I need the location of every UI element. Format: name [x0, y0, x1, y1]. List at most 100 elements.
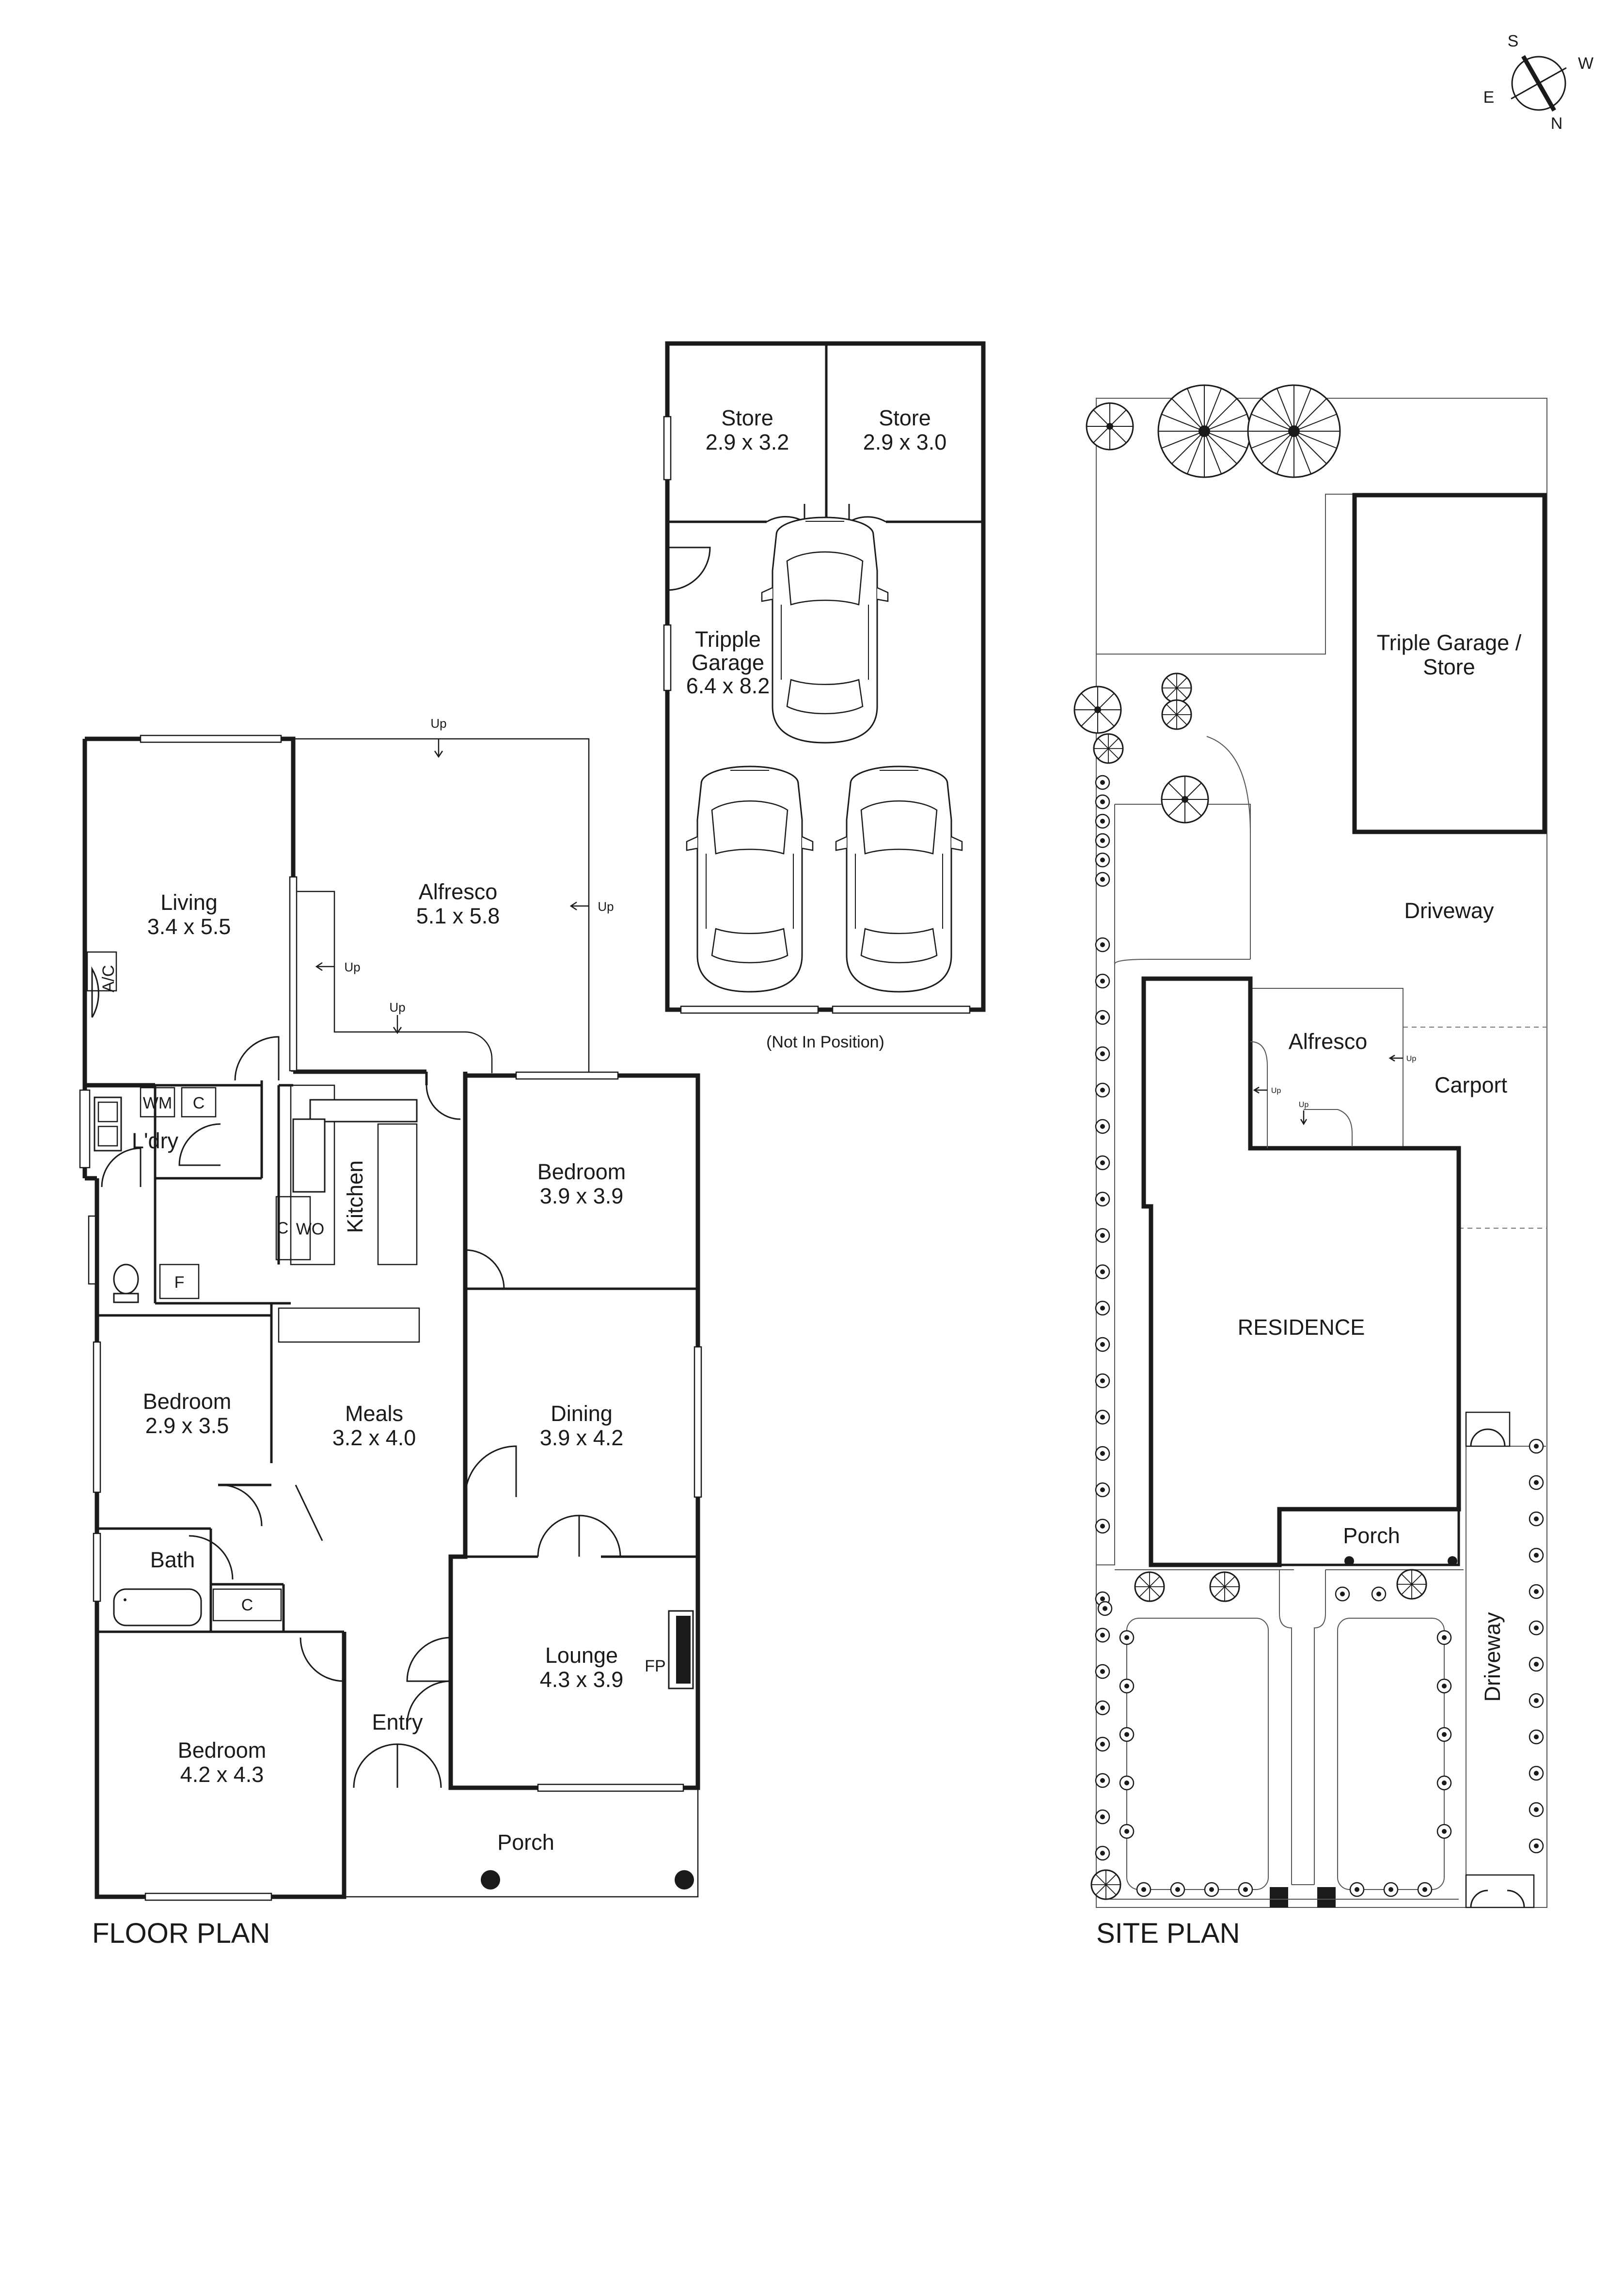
- floor-plan-title: FLOOR PLAN: [92, 1918, 270, 1949]
- porch-post: [481, 1870, 500, 1890]
- compass: S W E N: [1483, 32, 1593, 133]
- tree-icon: [1073, 686, 1122, 734]
- dining-name: Dining: [551, 1401, 613, 1426]
- porch-post: [1344, 1556, 1354, 1566]
- side-driveway-label: Driveway: [1480, 1612, 1505, 1702]
- bedroom-1-door[interactable]: [465, 1249, 505, 1289]
- kitchen-door[interactable]: [234, 1036, 280, 1081]
- store-window: [663, 416, 672, 481]
- entry-front-door[interactable]: [353, 1743, 442, 1788]
- cupboard-label: C: [193, 1094, 205, 1112]
- living-door[interactable]: [91, 966, 99, 1018]
- garage-door-1[interactable]: [680, 1005, 819, 1014]
- cupboard-label: C: [277, 1219, 289, 1237]
- site-garage-label-1: Triple Garage /: [1377, 630, 1522, 655]
- entry-side-door[interactable]: [406, 1637, 451, 1725]
- washing-machine: [140, 1087, 175, 1118]
- laundry-name: L'dry: [132, 1128, 179, 1153]
- porch-post: [675, 1870, 694, 1890]
- bush-icon: [1093, 733, 1124, 764]
- driveway-label: Driveway: [1404, 898, 1494, 923]
- bedroom-1-window: [515, 1071, 619, 1080]
- living-window: [140, 734, 282, 743]
- side-gate[interactable]: [1465, 1411, 1511, 1447]
- site-plan-title: SITE PLAN: [1096, 1918, 1240, 1949]
- dining-size: 3.9 x 4.2: [540, 1425, 624, 1450]
- sink: [292, 1118, 326, 1193]
- site-alfresco-label: Alfresco: [1289, 1029, 1368, 1054]
- alfresco-door[interactable]: [426, 1085, 461, 1120]
- up-label: Up: [1271, 1087, 1281, 1095]
- carport-label: Carport: [1435, 1073, 1508, 1097]
- bedroom-3-name: Bedroom: [178, 1738, 267, 1763]
- alfresco-size: 5.1 x 5.8: [416, 904, 500, 928]
- up-label: Up: [430, 716, 446, 731]
- front-gate[interactable]: [1465, 1874, 1535, 1908]
- store-2-name: Store: [879, 406, 931, 430]
- tree-icon: [1247, 384, 1341, 478]
- bush-icon: [1090, 1869, 1121, 1900]
- up-label: Up: [344, 960, 360, 974]
- lounge-size: 4.3 x 3.9: [540, 1667, 624, 1692]
- meals-name: Meals: [345, 1401, 403, 1426]
- lounge-window: [537, 1783, 684, 1792]
- living-slider[interactable]: [289, 876, 298, 1072]
- site-boundary: [1096, 398, 1547, 1908]
- garage-door-2[interactable]: [832, 1005, 971, 1014]
- porch-post: [1448, 1556, 1457, 1566]
- compass-w: W: [1578, 54, 1593, 73]
- bath-door[interactable]: [189, 1535, 234, 1580]
- garage-size: 6.4 x 8.2: [686, 673, 770, 698]
- bedroom-2-size: 2.9 x 3.5: [145, 1413, 229, 1438]
- bedroom-2-door[interactable]: [220, 1484, 263, 1527]
- living-size: 3.4 x 5.5: [147, 914, 231, 939]
- store-1-door[interactable]: [766, 504, 805, 523]
- bedroom-3-door[interactable]: [300, 1637, 345, 1682]
- dining-door[interactable]: [464, 1445, 517, 1498]
- wm-label: WM: [143, 1094, 172, 1112]
- wall-oven: [275, 1196, 311, 1261]
- ac-unit: [86, 951, 117, 992]
- cooktop: [309, 1099, 418, 1123]
- dining-window: [694, 1346, 702, 1498]
- bush-icon: [1134, 1571, 1165, 1602]
- car-icon: [686, 765, 814, 993]
- porch-name: Porch: [497, 1830, 554, 1855]
- laundry-door[interactable]: [178, 1123, 221, 1166]
- tree-icon: [1086, 402, 1134, 451]
- compass-n: N: [1551, 114, 1563, 133]
- car-icon: [761, 516, 889, 744]
- bush-icon: [1209, 1571, 1240, 1602]
- store-1-size: 2.9 x 3.2: [706, 430, 789, 454]
- garage-side-door[interactable]: [667, 547, 711, 591]
- garage-name-2: Garage: [692, 650, 764, 675]
- wc-door[interactable]: [101, 1147, 142, 1187]
- bedroom-1-size: 3.9 x 3.9: [540, 1184, 624, 1208]
- site-porch-label: Porch: [1343, 1523, 1400, 1548]
- up-label: Up: [598, 899, 614, 914]
- porch-outline: [344, 1788, 699, 1898]
- bedroom-3-window: [144, 1892, 272, 1901]
- bedroom-2-name: Bedroom: [143, 1389, 232, 1414]
- up-label: Up: [1299, 1101, 1309, 1109]
- site-porch: [1279, 1508, 1460, 1566]
- store-2-door[interactable]: [848, 504, 886, 523]
- ac-label: A/C: [99, 965, 118, 993]
- compass-e: E: [1483, 88, 1495, 107]
- alfresco-name: Alfresco: [419, 879, 498, 904]
- kitchen-island: [377, 1123, 418, 1265]
- kitchen-bench-west: [290, 1084, 335, 1265]
- garage-name-1: Tripple: [695, 627, 761, 652]
- alfresco-outline: [293, 738, 590, 1076]
- entry-name: Entry: [372, 1710, 423, 1734]
- living-name: Living: [160, 890, 218, 915]
- letterbox: [1317, 1887, 1336, 1907]
- toilet: [113, 1264, 139, 1295]
- bathtub: [113, 1588, 202, 1626]
- lounge-name: Lounge: [545, 1643, 618, 1668]
- bush-icon: [1161, 672, 1192, 703]
- up-label: Up: [1406, 1055, 1417, 1063]
- lounge-double-door[interactable]: [537, 1515, 621, 1557]
- garden-bed-shrubs: [1097, 1586, 1452, 1897]
